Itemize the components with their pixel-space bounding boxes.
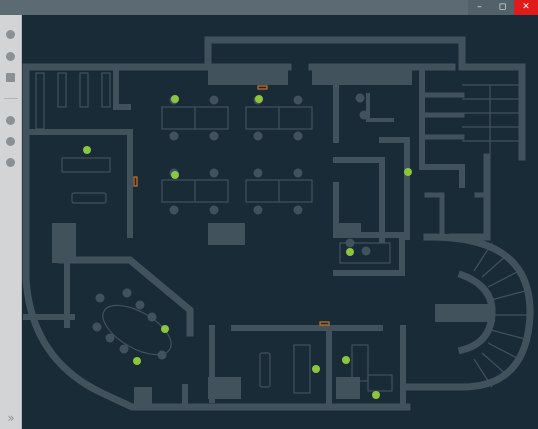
- available-desk-marker[interactable]: [342, 356, 350, 364]
- inner-wall: [333, 182, 405, 276]
- inner-wall: [366, 93, 394, 122]
- inner-wall: [423, 92, 465, 140]
- chair: [293, 131, 303, 141]
- pillar: [134, 387, 152, 407]
- door-marker: [133, 176, 138, 187]
- sofa: [259, 352, 271, 388]
- stair-treads: [462, 84, 522, 157]
- available-desk-marker[interactable]: [346, 248, 354, 256]
- inner-wall: [419, 69, 465, 188]
- stair-wall: [403, 233, 534, 391]
- door-marker: [319, 321, 330, 326]
- table: [351, 344, 369, 382]
- sofa: [71, 192, 107, 204]
- chair: [92, 322, 102, 332]
- stair-treads: [473, 242, 527, 388]
- available-desk-marker[interactable]: [312, 365, 320, 373]
- chair: [122, 288, 132, 298]
- pillar: [435, 304, 495, 322]
- desk-markers[interactable]: [83, 95, 412, 399]
- inner-wall: [113, 64, 131, 110]
- table: [293, 344, 311, 394]
- chair: [293, 95, 303, 105]
- door-marker: [257, 85, 268, 90]
- room-outline: [339, 242, 391, 264]
- layers-tool-icon[interactable]: [6, 158, 15, 167]
- outer-wall: [22, 63, 411, 411]
- expand-sidebar-icon[interactable]: »: [7, 411, 15, 425]
- bench-desk: [79, 72, 89, 108]
- available-desk-marker[interactable]: [171, 171, 179, 179]
- toolbar-divider: [4, 98, 18, 99]
- pan-tool-icon[interactable]: [6, 52, 15, 61]
- pillar: [336, 377, 360, 399]
- chair: [253, 205, 263, 215]
- inner-wall: [379, 137, 410, 240]
- door-markers: [133, 85, 330, 326]
- pillar: [208, 377, 241, 399]
- zoom-out-tool-icon[interactable]: [6, 137, 15, 146]
- select-area-tool-icon[interactable]: [6, 73, 15, 82]
- inner-wall: [58, 256, 194, 337]
- chair: [135, 300, 145, 310]
- table: [61, 157, 111, 173]
- chair: [147, 312, 157, 322]
- chair: [293, 205, 303, 215]
- close-button[interactable]: ✕: [514, 0, 538, 15]
- chair: [361, 246, 371, 256]
- walls: [22, 36, 534, 411]
- pillar: [52, 223, 76, 263]
- available-desk-marker[interactable]: [372, 391, 380, 399]
- floor-plan-canvas[interactable]: [22, 15, 538, 429]
- bench-desk: [101, 72, 111, 108]
- chair: [157, 350, 167, 360]
- chair: [253, 168, 263, 178]
- outer-wall: [204, 36, 526, 161]
- chair: [105, 333, 115, 343]
- inner-wall: [333, 157, 385, 243]
- chair: [253, 131, 263, 141]
- minimize-button[interactable]: –: [468, 0, 491, 15]
- pillar: [208, 65, 288, 85]
- bench-desk: [57, 72, 67, 108]
- chair: [355, 93, 365, 103]
- chair: [169, 205, 179, 215]
- furniture: [35, 72, 527, 394]
- maximize-button[interactable]: ◻: [491, 0, 514, 15]
- pointer-tool-icon[interactable]: [6, 30, 15, 39]
- chair: [95, 293, 105, 303]
- chair: [119, 344, 129, 354]
- meeting-table: [102, 304, 172, 356]
- zoom-in-tool-icon[interactable]: [6, 116, 15, 125]
- solid-blocks: [52, 65, 495, 407]
- available-desk-marker[interactable]: [171, 95, 179, 103]
- pillar: [208, 223, 245, 245]
- available-desk-marker[interactable]: [161, 325, 169, 333]
- inner-wall: [23, 129, 133, 238]
- chair: [209, 205, 219, 215]
- room-outline: [367, 374, 393, 392]
- floor-plan[interactable]: [22, 15, 538, 429]
- window-titlebar: – ◻ ✕: [0, 0, 538, 15]
- chair: [359, 110, 369, 120]
- available-desk-marker[interactable]: [404, 168, 412, 176]
- pillar: [312, 65, 412, 85]
- available-desk-marker[interactable]: [133, 357, 141, 365]
- tool-sidebar: »: [0, 15, 22, 429]
- chair: [293, 168, 303, 178]
- bench-desk: [35, 72, 45, 130]
- pillar: [336, 223, 361, 237]
- chair: [345, 238, 355, 248]
- inner-wall: [424, 192, 490, 240]
- chair: [209, 168, 219, 178]
- available-desk-marker[interactable]: [83, 146, 91, 154]
- chair: [169, 131, 179, 141]
- chair: [209, 131, 219, 141]
- chair: [209, 95, 219, 105]
- available-desk-marker[interactable]: [255, 95, 263, 103]
